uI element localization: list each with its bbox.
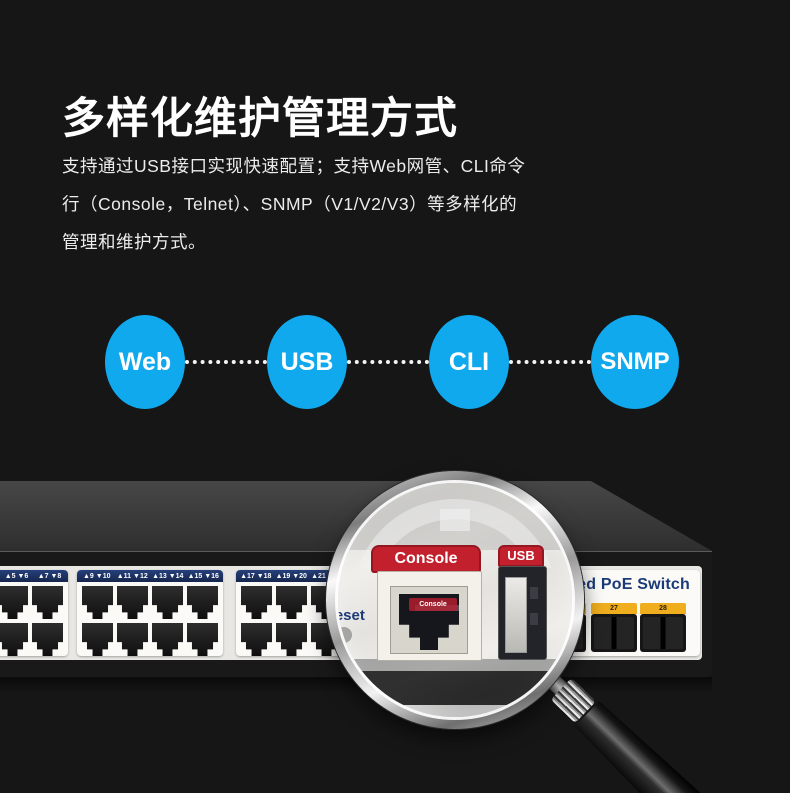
dotted-connector [347, 360, 429, 364]
sfp-cage [640, 614, 686, 652]
sfp-cage [591, 614, 637, 652]
rj45-port [152, 586, 183, 619]
rj45-port [82, 623, 113, 656]
page-title: 多样化维护管理方式 [62, 95, 458, 143]
port-pair-label: ▲11 ▼12 [116, 572, 148, 580]
rj45-port [187, 623, 218, 656]
console-mini-label: Console [409, 598, 457, 611]
rj45-port [117, 623, 148, 656]
feature-label: USB [280, 347, 334, 376]
port-pair-label: ▲5 ▼6 [4, 572, 29, 580]
rj45-port [0, 623, 28, 656]
usb-tongue [505, 577, 527, 653]
rj45-port-grid [77, 582, 223, 660]
usb-port-label: USB [498, 545, 544, 567]
port-group-2: ▲9 ▼10 ▲11 ▼12 ▲13 ▼14 ▲15 ▼16 [77, 570, 223, 656]
reset-label: Reset [335, 607, 365, 624]
feature-label: SNMP [600, 348, 670, 375]
rj45-port [276, 623, 307, 656]
rj45-port [32, 586, 63, 619]
rj45-port [241, 623, 272, 656]
rj45-port [117, 586, 148, 619]
feature-circle-usb: USB [267, 315, 347, 409]
handle-grip [572, 698, 714, 793]
port-pair-label: ▲13 ▼14 [152, 572, 184, 580]
port-label-strip: ▲9 ▼10 ▲11 ▼12 ▲13 ▼14 ▲15 ▼16 [77, 570, 223, 582]
console-port: Console [377, 571, 482, 661]
sfp-port-number: 28 [640, 603, 686, 614]
console-port-label: Console [371, 545, 481, 573]
usb-port [498, 566, 547, 660]
feature-label: CLI [448, 347, 490, 376]
port-group-1: ▲5 ▼6 ▲7 ▼8 [0, 570, 68, 656]
feature-label: Web [118, 347, 172, 376]
rj45-port [32, 623, 63, 656]
feature-circle-web: Web [105, 315, 185, 409]
port-pair-label: ▲21 ▼22 [311, 572, 343, 580]
rj45-port [152, 623, 183, 656]
port-pair-label: ▲9 ▼10 [83, 572, 111, 580]
magnifier-lens: Reset Console Console USB [326, 471, 584, 729]
port-pair-label: ▲7 ▼8 [37, 572, 62, 580]
dotted-connector [509, 360, 591, 364]
rj45-port [82, 586, 113, 619]
feature-circle-snmp: SNMP [591, 315, 679, 409]
feature-row: Web USB CLI SNMP [105, 315, 679, 409]
magnifier-glass: Reset Console Console USB [335, 480, 575, 720]
port-pair-label: ▲15 ▼16 [187, 572, 219, 580]
rj45-port [187, 586, 218, 619]
page-description: 支持通过USB接口实现快速配置；支持Web网管、CLI命令行（Console，T… [62, 156, 526, 252]
feature-circle-cli: CLI [429, 315, 509, 409]
rj45-port [0, 586, 28, 619]
magnified-chassis-edge [338, 671, 572, 705]
port-label-strip: ▲5 ▼6 ▲7 ▼8 [0, 570, 68, 582]
dotted-connector [185, 360, 267, 364]
rj45-port [241, 586, 272, 619]
sfp-port-number: 27 [591, 603, 637, 614]
port-pair-label: ▲19 ▼20 [275, 572, 307, 580]
rj45-port-grid [0, 582, 68, 660]
sfp-port-27: 27 [591, 603, 637, 652]
magnified-panel-edge [338, 659, 572, 671]
port-pair-label: ▲17 ▼18 [240, 572, 272, 580]
console-port-bezel [390, 586, 468, 654]
sfp-port-28: 28 [640, 603, 686, 652]
reset-button [338, 627, 352, 643]
rj45-port [276, 586, 307, 619]
